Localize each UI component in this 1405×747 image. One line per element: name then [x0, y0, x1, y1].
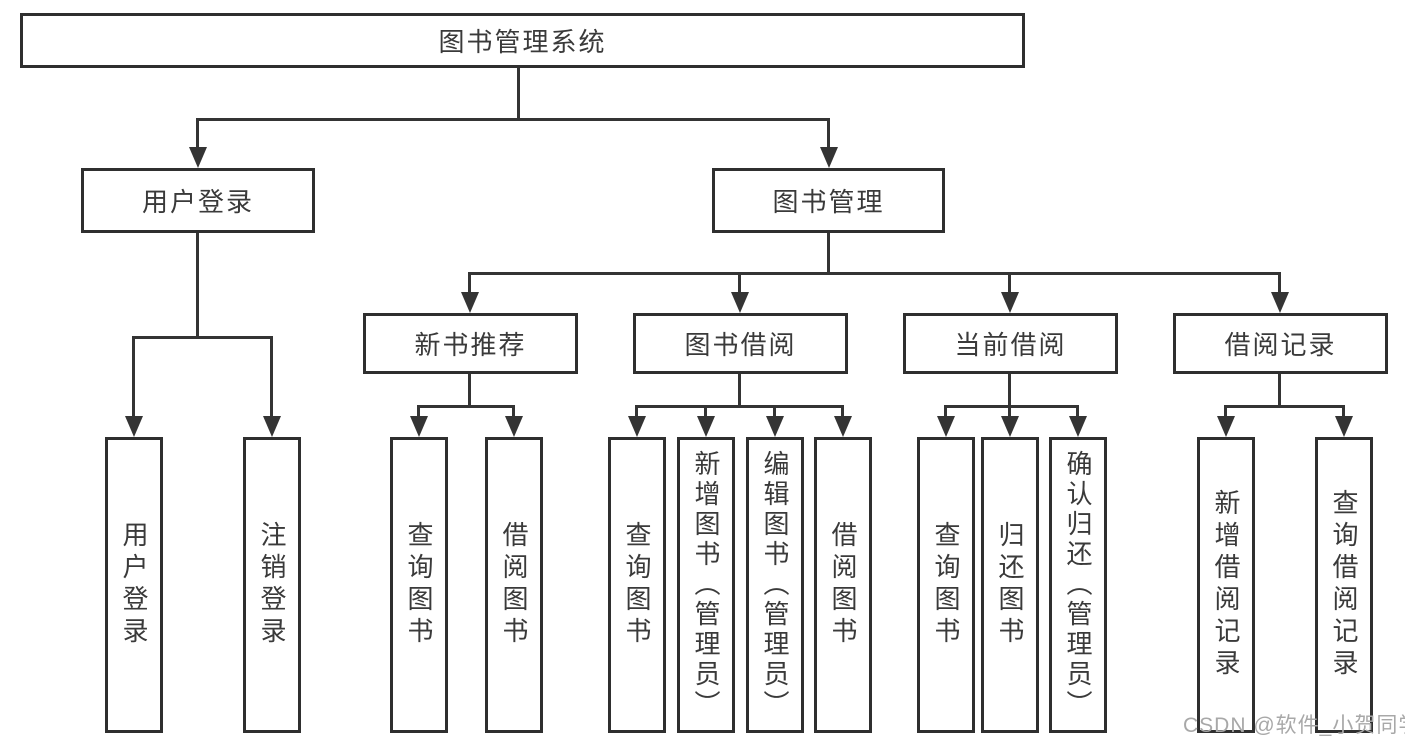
- arrowhead-cb-confirm: [1069, 416, 1087, 437]
- connector-records-stub: [1278, 374, 1281, 408]
- leaf-rec-add-record: 新增借阅记录: [1197, 437, 1255, 733]
- node-library-system: 图书管理系统: [20, 13, 1025, 68]
- connector-to-bb-add: [704, 405, 707, 421]
- node-book-borrow: 图书借阅: [633, 313, 848, 374]
- connector-root-stub: [517, 68, 520, 121]
- connector-to-bb-query: [635, 405, 638, 421]
- leaf-rec-query-record: 查询借阅记录: [1315, 437, 1373, 733]
- connector-to-cb-return: [1008, 405, 1011, 421]
- connector-to-cb-query: [944, 405, 947, 421]
- leaf-nb-query-books: 查询图书: [390, 437, 448, 733]
- connector-to-bb-borrow: [841, 405, 844, 421]
- connector-new-book-stub: [468, 374, 471, 408]
- arrowhead-bb-add: [697, 416, 715, 437]
- leaf-cb-confirm-return-admin: 确认归还（管理员）: [1049, 437, 1107, 733]
- connector-to-rec-add: [1224, 405, 1227, 421]
- arrowhead-new-book: [461, 292, 479, 313]
- arrowhead-records: [1271, 292, 1289, 313]
- connector-user-login-branch: [132, 336, 273, 339]
- leaf-logout: 注销登录: [243, 437, 301, 733]
- connector-to-bb-edit: [773, 405, 776, 421]
- connector-to-current: [1008, 272, 1011, 296]
- leaf-cb-query-books: 查询图书: [917, 437, 975, 733]
- leaf-bb-add-book-admin: 新增图书（管理员）: [677, 437, 735, 733]
- arrowhead-bb-edit: [766, 416, 784, 437]
- connector-borrowing-branch: [635, 405, 844, 408]
- connector-to-new-book: [468, 272, 471, 296]
- connector-level2-branch: [196, 118, 830, 121]
- leaf-cb-return-books: 归还图书: [981, 437, 1039, 733]
- node-current-borrow: 当前借阅: [903, 313, 1118, 374]
- connector-new-book-branch: [417, 405, 515, 408]
- connector-to-records: [1278, 272, 1281, 296]
- connector-book-mgmt-stub: [827, 233, 830, 275]
- connector-to-user-login: [196, 118, 199, 152]
- arrowhead-user-login: [189, 147, 207, 168]
- arrowhead-current: [1001, 292, 1019, 313]
- arrowhead-borrowing: [731, 292, 749, 313]
- node-book-mgmt: 图书管理: [712, 168, 945, 233]
- leaf-bb-query-books: 查询图书: [608, 437, 666, 733]
- leaf-bb-edit-book-admin: 编辑图书（管理员）: [746, 437, 804, 733]
- arrowhead-nb-borrow: [505, 416, 523, 437]
- connector-to-logout: [270, 336, 273, 420]
- arrowhead-rec-query: [1335, 416, 1353, 437]
- connector-records-branch: [1224, 405, 1345, 408]
- arrowhead-cb-return: [1001, 416, 1019, 437]
- arrowhead-cb-query: [937, 416, 955, 437]
- node-new-book-rec: 新书推荐: [363, 313, 578, 374]
- node-user-login: 用户登录: [81, 168, 315, 233]
- leaf-user-login: 用户登录: [105, 437, 163, 733]
- arrowhead-login: [125, 416, 143, 437]
- arrowhead-book-mgmt: [820, 147, 838, 168]
- leaf-nb-borrow-books: 借阅图书: [485, 437, 543, 733]
- connector-level3-branch: [468, 272, 1281, 275]
- arrowhead-rec-add: [1217, 416, 1235, 437]
- arrowhead-bb-borrow: [834, 416, 852, 437]
- node-borrow-records: 借阅记录: [1173, 313, 1388, 374]
- connector-current-branch: [944, 405, 1079, 408]
- connector-to-borrowing: [738, 272, 741, 296]
- connector-current-stub: [1008, 374, 1011, 408]
- leaf-bb-borrow-books: 借阅图书: [814, 437, 872, 733]
- connector-to-nb-query: [417, 405, 420, 421]
- connector-to-nb-borrow: [512, 405, 515, 421]
- arrowhead-logout: [263, 416, 281, 437]
- connector-to-login: [132, 336, 135, 420]
- connector-user-login-stub: [196, 233, 199, 339]
- arrowhead-bb-query: [628, 416, 646, 437]
- connector-to-cb-confirm: [1076, 405, 1079, 421]
- csdn-watermark: CSDN @软件_小贺同学: [1183, 714, 1405, 737]
- arrowhead-nb-query: [410, 416, 428, 437]
- connector-borrowing-stub: [738, 374, 741, 408]
- connector-to-book-mgmt: [827, 118, 830, 152]
- connector-to-rec-query: [1342, 405, 1345, 421]
